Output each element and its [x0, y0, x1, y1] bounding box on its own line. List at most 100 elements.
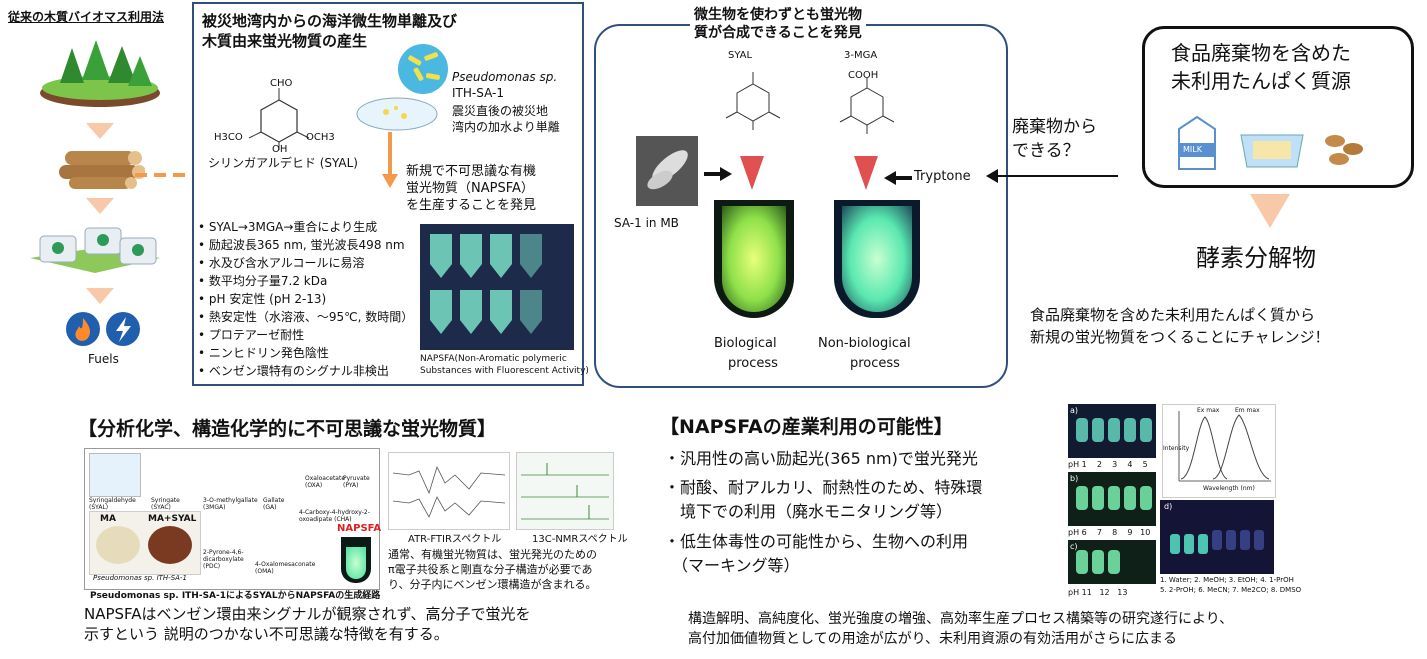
- left-arrow-1: [86, 123, 114, 139]
- dish-caption: Pseudomonas sp. ITH-SA-1: [93, 574, 187, 582]
- solvent-photo: d): [1160, 500, 1274, 574]
- ph-photo-c: [1068, 540, 1156, 584]
- left-title: 従来の木質バイオマス利用法: [8, 10, 165, 24]
- bacteria-icon: [398, 44, 448, 94]
- dish-photo: MA MA+SYAL: [89, 511, 201, 575]
- oh-label: OH: [272, 144, 288, 155]
- napsfa-glow-tube: [341, 537, 371, 583]
- industry-item: 境下での利用（廃水モニタリング等）: [664, 502, 953, 521]
- napsfa-caption-2: Substances with Fluorescent Activity): [420, 366, 589, 376]
- petri-dish-icon: [356, 96, 438, 132]
- nmr-spectrum: [516, 452, 614, 530]
- path-node: Pyruvate (PYA): [343, 475, 370, 489]
- napsfa-tubes-photo: [420, 224, 574, 350]
- nmr-label: 13C-NMRスペクトル: [532, 534, 628, 545]
- food-waste-box: 食品廃棄物を含めた 未利用たんぱく質源 MILK: [1142, 26, 1414, 188]
- analysis-heading: 【分析化学、構造化学的に不可思議な蛍光物質】: [78, 418, 497, 440]
- path-node: Syringate (SYAC): [151, 497, 180, 511]
- sem-image: [636, 136, 698, 206]
- ma-label: MA: [100, 514, 116, 524]
- bio-label-2: process: [728, 356, 778, 371]
- mga-label: 3-MGA: [844, 50, 878, 61]
- challenge-1: 食品廃棄物を含めた未利用たんぱく質から: [1030, 306, 1316, 324]
- path-node: 4-Carboxy-4-hydroxy-2-oxoadipate (CHA): [299, 509, 370, 523]
- pathway-caption: Pseudomonas sp. ITH-SA-1によるSYALからNAPSFAの…: [90, 591, 381, 601]
- mga-structure: [822, 76, 912, 148]
- nonbio-tube: [834, 200, 920, 318]
- property-item: • ベンゼン環特有のシグナル非検出: [198, 364, 389, 378]
- dish-ma: [96, 526, 140, 564]
- fuels-label: Fuels: [88, 352, 119, 366]
- ph-row-c: pH 11 12 13: [1068, 588, 1128, 597]
- fire-icon: [66, 312, 100, 346]
- left-arrow-3: [86, 288, 114, 304]
- nonbio-label-2: process: [850, 356, 900, 371]
- forest-icon: [40, 38, 160, 108]
- h3co-label: H3CO: [214, 132, 243, 143]
- milk-carton-icon: MILK: [1175, 113, 1219, 171]
- footer-2: 高付加価値物質としての用途が広がり、未利用資源の有効活用がさらに広まる: [688, 631, 1178, 647]
- left-column: 従来の木質バイオマス利用法: [0, 0, 190, 390]
- tryptone-label: Tryptone: [914, 169, 971, 184]
- waste-question-1: 廃棄物から: [1012, 117, 1097, 137]
- label-c: c): [1070, 542, 1078, 551]
- aromatic-note-1: 通常、有機蛍光物質は、蛍光発光のための: [388, 548, 597, 561]
- panel1-title-1: 被災地湾内からの海洋微生物単離及び: [202, 12, 458, 30]
- path-node: Oxaloacetate (OXA): [305, 475, 346, 489]
- dish-ma-syal: [148, 526, 192, 564]
- right-down-arrow: [1250, 194, 1290, 232]
- logs-icon: [55, 143, 146, 193]
- peanuts-icon: [1321, 129, 1371, 169]
- property-item: • 水及び含水アルコールに易溶: [198, 256, 365, 270]
- syal-name: シリンガアルデヒド (SYAL): [208, 156, 358, 170]
- red-triangle-right: [854, 156, 878, 190]
- biogas-plant-icon: [25, 218, 165, 282]
- organism-name: Pseudomonas sp.: [452, 70, 558, 84]
- pathway-figure: Syringaldehyde (SYAL) Syringate (SYAC) 3…: [84, 448, 381, 590]
- ma-syal-label: MA+SYAL: [148, 514, 197, 524]
- sa1-label: SA-1 in MB: [614, 216, 679, 230]
- path-node: 2-Pyrone-4,6-dicarboxylate (PDC): [203, 549, 244, 570]
- bio-label-1: Biological: [714, 336, 777, 351]
- panel2-title-1: 微生物を使わずとも蛍光物: [690, 4, 866, 24]
- label-a: a): [1070, 406, 1079, 415]
- right-arrow-black: [704, 166, 732, 181]
- ftir-label: ATR-FTIRスペクトル: [408, 534, 502, 545]
- summary-2: 示すという 説明のつかない不可思議な特徴を有する。: [84, 625, 449, 643]
- path-node: 4-Oxalomesaconate (OMA): [255, 561, 316, 575]
- path-node: Syringaldehyde (SYAL): [89, 497, 136, 511]
- tofu-pack-icon: [1237, 127, 1307, 171]
- label-d: d): [1164, 502, 1173, 511]
- industry-item: （マーキング等）: [664, 556, 800, 575]
- property-item: • 励起波長365 nm, 蛍光波長498 nm: [198, 238, 405, 252]
- property-item: • ニンヒドリン発色陰性: [198, 346, 329, 360]
- property-item: • SYAL→3MGA→重合により生成: [198, 220, 378, 234]
- wavelength-label: Wavelength (nm): [1203, 485, 1255, 492]
- discovery-1: 新規で不可思議な有機: [406, 164, 537, 179]
- solvents-1: 1. Water; 2. MeOH; 3. EtOH; 4. 1-PrOH: [1160, 576, 1294, 584]
- panel2-title-2: 質が合成できることを発見: [690, 22, 866, 42]
- solvents-2: 5. 2-PrOH; 6. MeCN; 7. Me2CO; 8. DMSO: [1160, 586, 1302, 594]
- footer-1: 構造解明、高純度化、蛍光強度の増強、高効率生産プロセス構築等の研究遂行により、: [688, 611, 1234, 627]
- ph-panels: a) pH 1 2 3 4 5 b) pH 6 7 8 9 10 c): [1068, 404, 1156, 590]
- nonbio-tube-glow: [842, 206, 912, 312]
- syal-structure: [224, 82, 334, 162]
- napsfa-tube-glow: [346, 547, 366, 579]
- orange-down-arrow: [382, 132, 398, 188]
- ex-max-label: Ex max: [1197, 407, 1220, 414]
- property-list: • SYAL→3MGA→重合により生成 • 励起波長365 nm, 蛍光波長49…: [198, 218, 422, 380]
- property-item: • pH 安定性 (pH 2-13): [198, 292, 327, 306]
- napsfa-caption-1: NAPSFA(Non-Aromatic polymeric: [420, 354, 567, 364]
- left-arrow-black: [884, 170, 912, 185]
- bio-tube: [714, 200, 794, 318]
- ph-photo-b: [1068, 472, 1156, 526]
- strain-note-2: 湾内の加水より単離: [452, 120, 560, 134]
- summary-1: NAPSFAはベンゼン環由来シグナルが観察されず、高分子で蛍光を: [84, 605, 531, 623]
- cooh-label: COOH: [848, 70, 879, 81]
- em-max-label: Em max: [1235, 407, 1260, 414]
- property-item: • 数平均分子量7.2 kDa: [198, 274, 328, 288]
- lightning-icon: [106, 312, 140, 346]
- industry-item: ・汎用性の高い励起光(365 nm)で蛍光発光: [664, 449, 978, 468]
- path-node: 3-O-methylgallate (3MGA): [203, 497, 258, 511]
- bio-tube-glow: [722, 206, 786, 312]
